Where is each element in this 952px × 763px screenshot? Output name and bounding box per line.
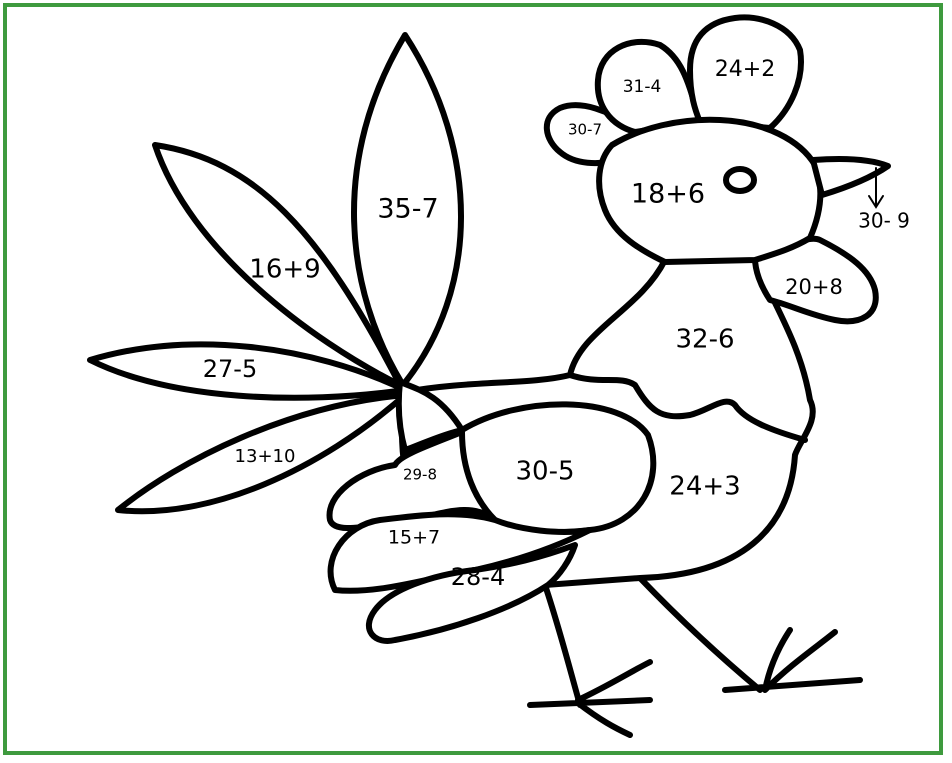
- label-comb-left: 30-7: [568, 121, 602, 139]
- tail-joint: [395, 379, 465, 453]
- feather-upper-left: [152, 142, 403, 388]
- label-wattle: 20+8: [785, 275, 843, 299]
- label-wing-feather-1: 29-8: [403, 466, 437, 484]
- feather-lower-left: [115, 392, 408, 515]
- leg-left: [527, 582, 653, 738]
- label-feather-left: 27-5: [203, 355, 257, 383]
- comb-middle: [594, 38, 703, 135]
- rooster-head: [596, 116, 824, 265]
- label-neck: 32-6: [675, 325, 734, 355]
- feather-left: [87, 341, 408, 401]
- label-wing-main: 30-5: [515, 457, 574, 487]
- neck-divider: [567, 372, 808, 443]
- label-feather-upper-left: 16+9: [249, 255, 320, 285]
- label-feather-lower-left: 13+10: [235, 446, 296, 467]
- label-comb-right: 24+2: [715, 57, 775, 82]
- beak: [810, 155, 891, 198]
- feather-center: [351, 32, 464, 388]
- rooster-eye: [723, 166, 757, 194]
- beak-arrow: [868, 167, 884, 209]
- label-beak: 30- 9: [858, 209, 910, 233]
- leg-right: [637, 575, 863, 693]
- label-wing-feather-3: 28-4: [451, 563, 505, 591]
- label-comb-middle: 31-4: [623, 77, 662, 97]
- label-feather-center: 35-7: [377, 194, 438, 225]
- label-body: 24+3: [669, 472, 740, 502]
- wattle: [752, 235, 879, 325]
- wing-feather-3: [366, 542, 578, 644]
- label-wing-feather-2: 15+7: [388, 527, 440, 549]
- comb-right: [687, 14, 804, 131]
- label-head: 18+6: [631, 179, 705, 210]
